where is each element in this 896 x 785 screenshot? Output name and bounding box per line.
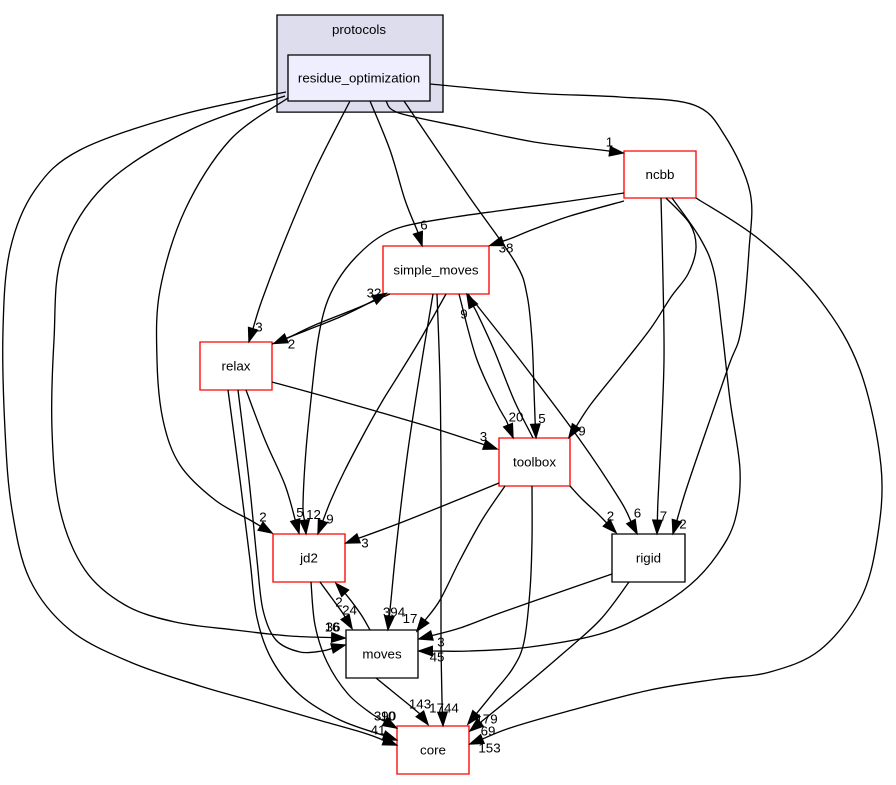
svg-text:5: 5: [296, 505, 303, 520]
svg-text:core: core: [420, 743, 446, 758]
svg-text:3: 3: [361, 536, 368, 551]
svg-text:ncbb: ncbb: [646, 167, 675, 182]
svg-text:residue_optimization: residue_optimization: [298, 70, 420, 85]
svg-text:38: 38: [499, 241, 514, 256]
svg-text:1744: 1744: [429, 701, 459, 716]
svg-text:2: 2: [335, 595, 342, 610]
svg-text:36: 36: [326, 620, 341, 635]
svg-text:3: 3: [255, 320, 262, 335]
svg-text:24: 24: [342, 603, 357, 618]
svg-text:relax: relax: [222, 359, 251, 374]
svg-text:2: 2: [259, 510, 266, 525]
svg-text:2: 2: [679, 517, 686, 532]
svg-text:12: 12: [306, 507, 321, 522]
svg-text:simple_moves: simple_moves: [393, 263, 479, 278]
svg-text:2: 2: [288, 337, 295, 352]
svg-text:5: 5: [538, 411, 545, 426]
svg-text:143: 143: [409, 697, 431, 712]
svg-text:jd2: jd2: [299, 551, 318, 566]
svg-text:16: 16: [325, 620, 340, 635]
svg-text:7: 7: [660, 509, 667, 524]
svg-text:32: 32: [367, 286, 382, 301]
svg-text:9: 9: [326, 512, 333, 527]
svg-text:3: 3: [437, 635, 444, 650]
svg-text:6: 6: [420, 218, 427, 233]
svg-text:69: 69: [481, 724, 496, 739]
svg-text:390: 390: [374, 709, 396, 724]
svg-text:2: 2: [607, 509, 614, 524]
svg-text:17: 17: [403, 611, 418, 626]
svg-text:6: 6: [634, 506, 641, 521]
svg-text:10: 10: [381, 709, 396, 724]
svg-text:3: 3: [480, 429, 487, 444]
svg-text:153: 153: [478, 741, 500, 756]
svg-text:rigid: rigid: [636, 551, 661, 566]
svg-text:394: 394: [383, 605, 406, 620]
svg-text:41: 41: [371, 723, 386, 738]
svg-text:moves: moves: [362, 647, 402, 662]
svg-text:20: 20: [509, 410, 524, 425]
svg-text:9: 9: [578, 424, 585, 439]
svg-text:1: 1: [606, 135, 613, 150]
svg-text:toolbox: toolbox: [513, 455, 556, 470]
svg-text:45: 45: [430, 650, 445, 665]
svg-text:protocols: protocols: [332, 22, 386, 37]
svg-text:9: 9: [460, 307, 467, 322]
